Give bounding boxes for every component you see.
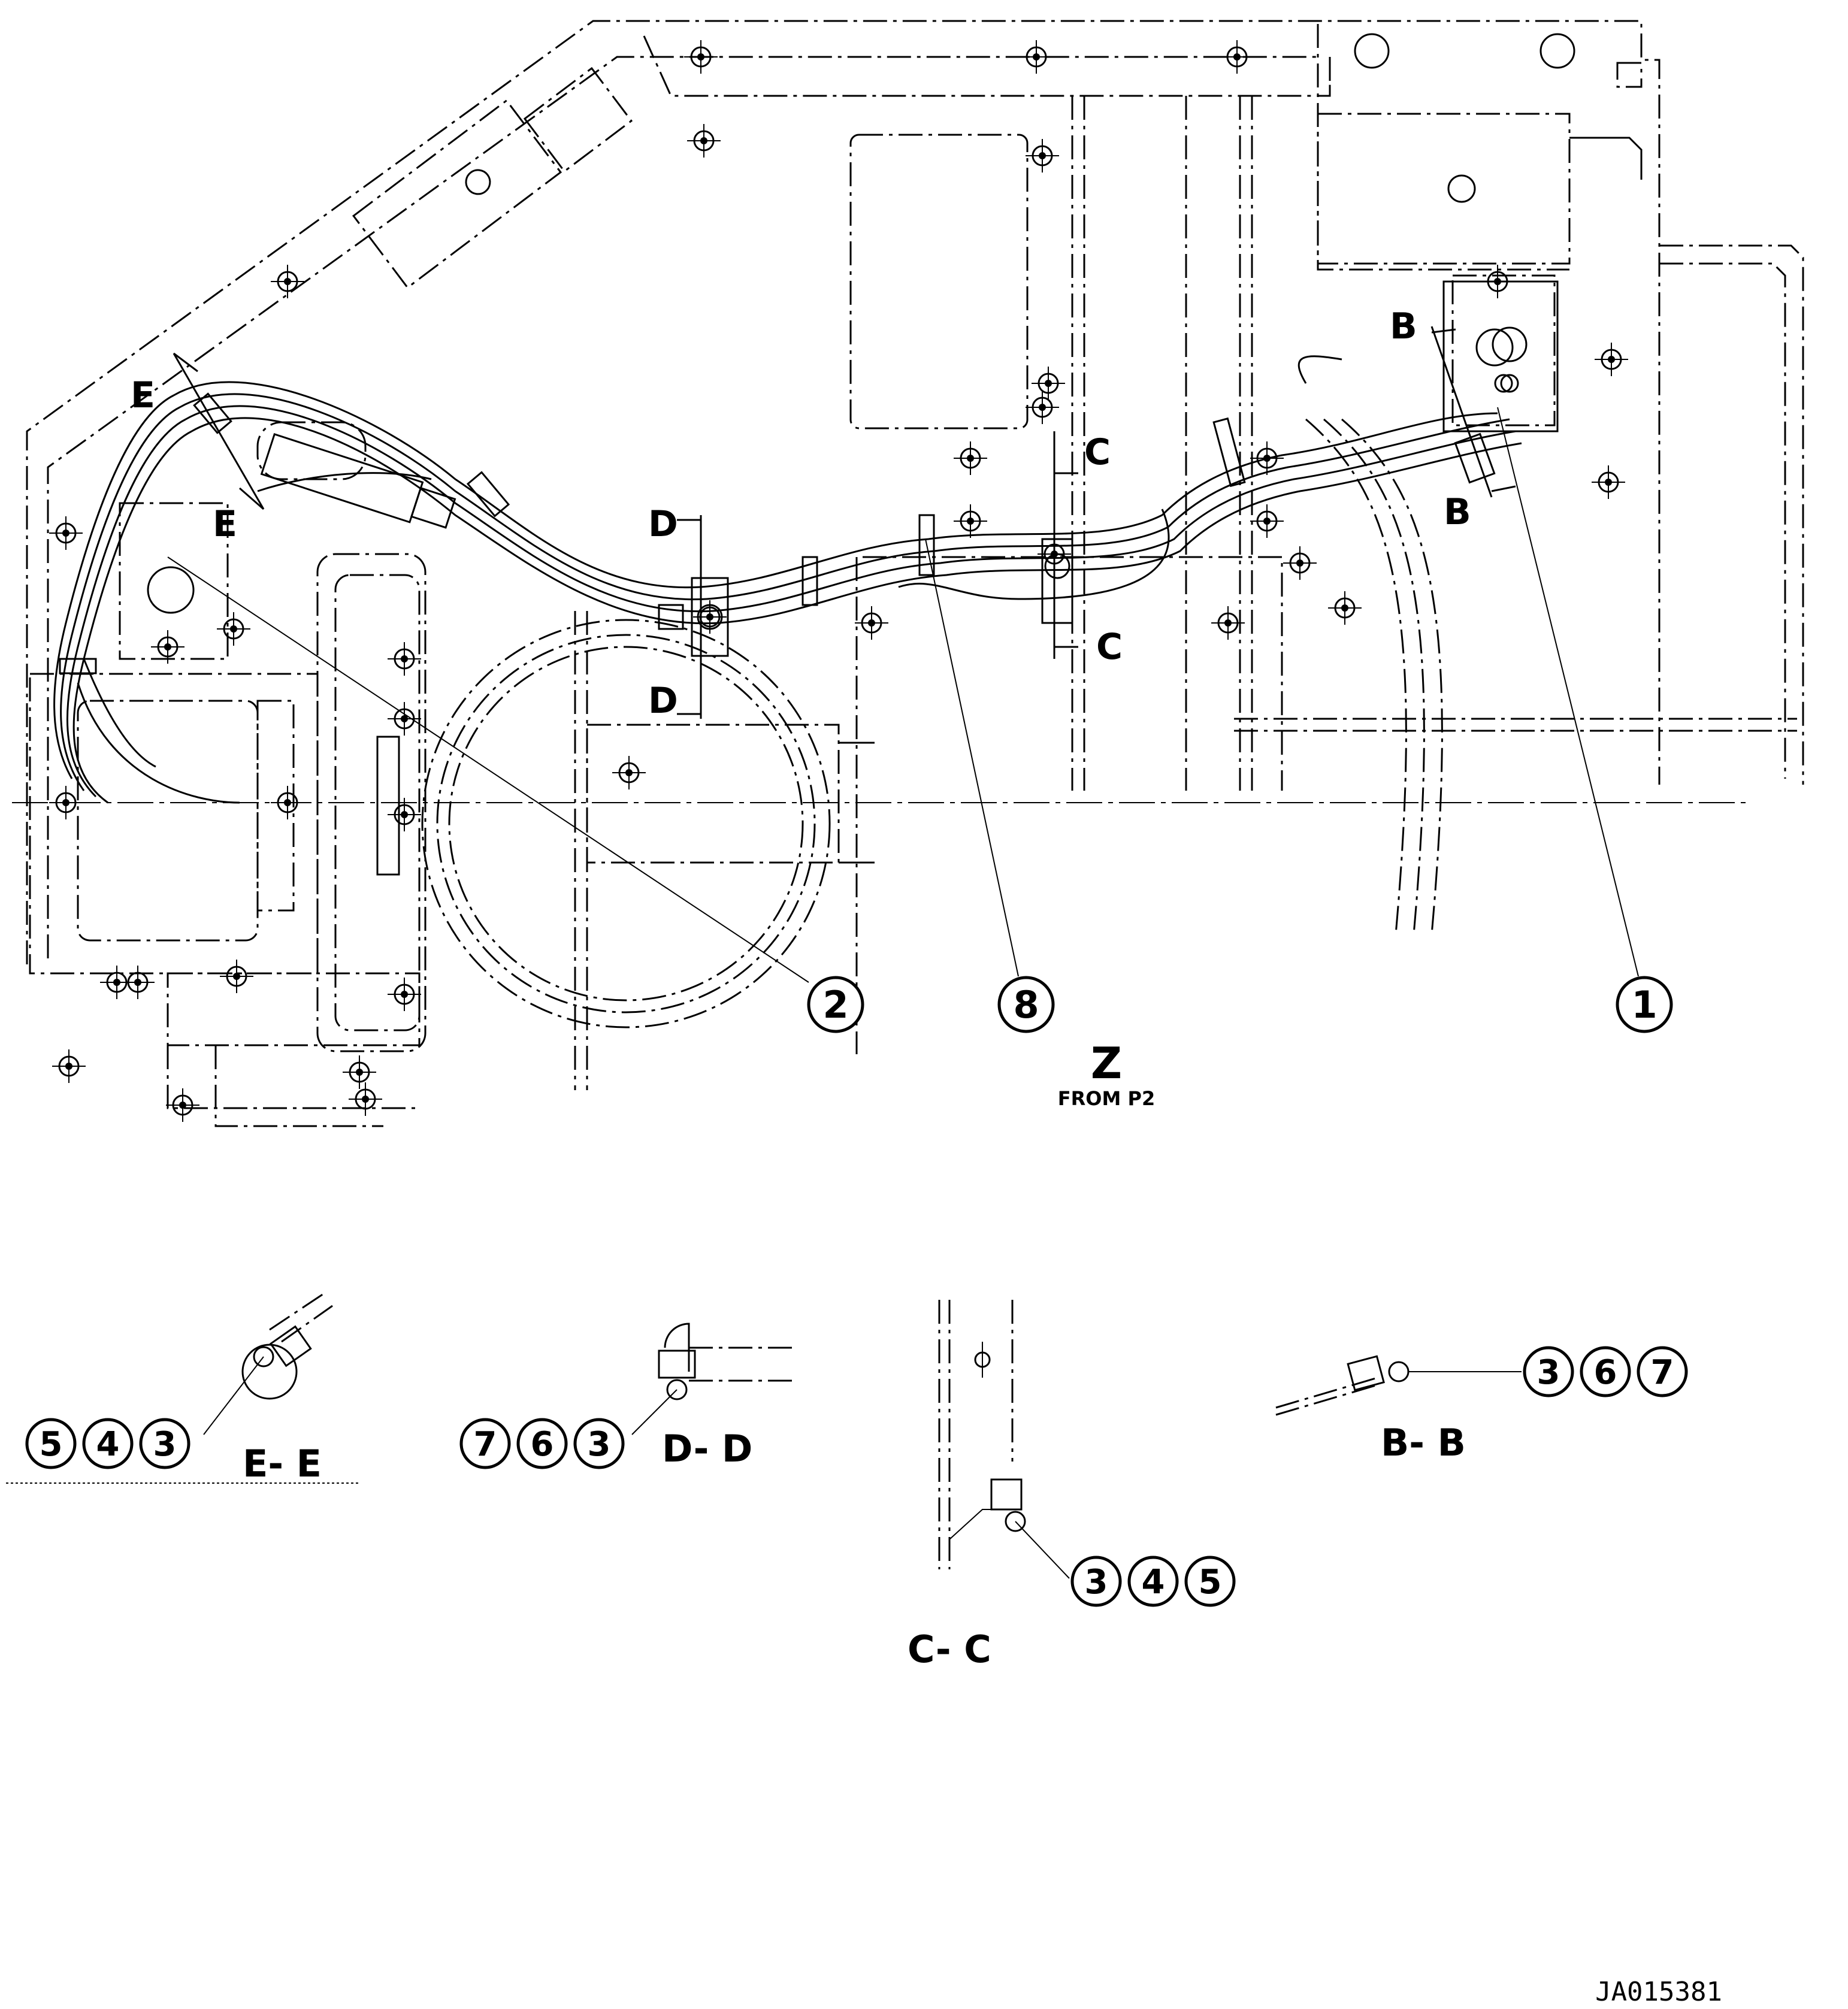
section-c-c-part-3: 5 (1199, 1563, 1222, 1602)
section-markers: E E D D C C B B (131, 305, 1516, 722)
section-c-c-title: C- C (908, 1627, 991, 1671)
callout-1-number: 1 (1631, 983, 1657, 1027)
view-sublabel: FROM P2 (1058, 1087, 1155, 1110)
bolt-symbol (1250, 504, 1284, 538)
bolt-symbol (612, 756, 646, 789)
bolt-symbol (1283, 546, 1317, 580)
bolt-symbol (388, 702, 421, 736)
callout-1: 1 (1616, 976, 1673, 1033)
bolt-symbol (855, 606, 888, 640)
bolt-symbol (388, 978, 421, 1011)
section-b-b: 3 6 7 B- B (1275, 1346, 1688, 1465)
callout-2-number: 2 (822, 983, 848, 1027)
callout-8-number: 8 (1013, 983, 1039, 1027)
section-marker-c-top: C (1084, 431, 1111, 473)
callout-2: 2 (807, 976, 864, 1033)
bolt-symbol (1595, 343, 1628, 376)
leader-lines (167, 407, 1639, 983)
bolt-symbol (166, 1088, 199, 1122)
frame-outline (12, 20, 1804, 964)
bolt-symbol (1211, 606, 1245, 640)
bolt-symbol (1020, 40, 1053, 74)
bolt-symbol (343, 1055, 376, 1089)
bolt-symbol (1592, 465, 1625, 499)
bolt-symbol (49, 786, 83, 819)
view-label: Z (1091, 1038, 1122, 1088)
section-marker-e-top: E (131, 374, 155, 416)
bolt-symbol (684, 40, 718, 74)
bolt-symbol (349, 1082, 382, 1116)
section-marker-d-bottom: D (648, 680, 678, 722)
section-marker-c-bottom: C (1096, 626, 1123, 668)
bolt-symbol (1026, 139, 1059, 173)
section-d-d-title: D- D (662, 1427, 752, 1471)
section-d-d: 7 6 3 D- D (459, 1323, 797, 1471)
bolt-symbol (52, 1049, 86, 1083)
section-b-b-part-2: 6 (1594, 1353, 1617, 1392)
bolt-symbol (954, 504, 987, 538)
bolt-symbol (1250, 441, 1284, 475)
section-b-b-part-1: 3 (1537, 1353, 1560, 1392)
bolt-symbol (100, 966, 134, 999)
bolt-symbol (271, 265, 304, 298)
bolt-symbol (1026, 391, 1059, 424)
bolt-symbol (388, 798, 421, 831)
section-marker-b-top: B (1390, 305, 1417, 347)
bolt-symbol (220, 960, 253, 993)
bolt-symbol (1032, 367, 1065, 400)
section-e-e: 5 4 3 E- E (6, 1293, 359, 1485)
section-b-b-title: B- B (1381, 1421, 1466, 1465)
bolt-symbol (1328, 591, 1362, 625)
lower-left-assembly (29, 502, 427, 1127)
callout-8: 8 (997, 976, 1055, 1033)
bolt-symbol (217, 612, 250, 646)
hose-bundle (53, 355, 1522, 804)
swing-bearing (421, 418, 1443, 1090)
section-d-d-part-3: 3 (588, 1425, 611, 1464)
bolt-symbol (151, 630, 185, 664)
section-d-d-part-1: 7 (474, 1425, 497, 1464)
bolt-symbol (49, 516, 83, 550)
bolt-symbol (388, 642, 421, 676)
drawing-code: JA015381 (1595, 1977, 1722, 2007)
bolt-symbol (693, 600, 727, 634)
section-marker-b-bottom: B (1444, 491, 1471, 533)
section-c-c-part-1: 3 (1085, 1563, 1108, 1602)
bolt-symbols (49, 40, 1628, 1122)
section-c-c-part-2: 4 (1142, 1563, 1165, 1602)
section-e-e-part-1: 5 (40, 1425, 63, 1464)
section-e-e-part-3: 3 (153, 1425, 177, 1464)
section-marker-d-top: D (648, 503, 678, 545)
section-e-e-title: E- E (243, 1442, 322, 1485)
section-b-b-part-3: 7 (1651, 1353, 1674, 1392)
bolt-symbol (687, 124, 721, 158)
bolt-symbol (271, 786, 304, 819)
bolt-symbol (954, 441, 987, 475)
bolt-symbol (1220, 40, 1254, 74)
section-d-d-part-2: 6 (531, 1425, 554, 1464)
section-marker-e-bottom: E (213, 503, 237, 545)
bolt-symbol (1481, 265, 1514, 298)
section-c-c: 3 4 5 C- C (908, 1300, 1236, 1671)
section-e-e-part-2: 4 (96, 1425, 120, 1464)
